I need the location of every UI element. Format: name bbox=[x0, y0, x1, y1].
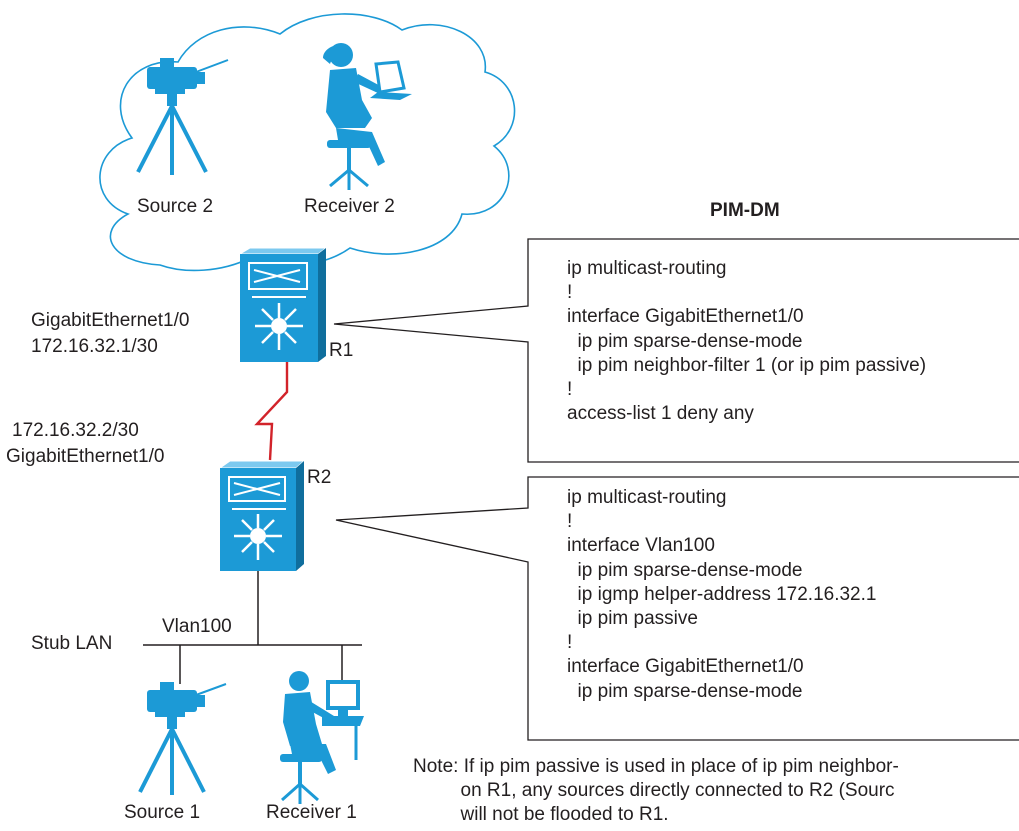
footnote: Note: If ip pim passive is used in place… bbox=[413, 755, 899, 827]
receiver-1-person-icon bbox=[280, 671, 364, 804]
config-line: ip multicast-routing bbox=[567, 487, 727, 508]
config-line: interface Vlan100 bbox=[567, 535, 715, 557]
r2-router-label: R2 bbox=[307, 467, 332, 488]
r1-router-label: R1 bbox=[329, 340, 354, 361]
stub-lan-label: Stub LAN bbox=[31, 633, 113, 654]
config-line: ! bbox=[567, 282, 573, 304]
receiver-1-label: Receiver 1 bbox=[266, 802, 357, 823]
config-line: ip igmp helper-address 172.16.32.1 bbox=[567, 583, 877, 605]
network-cloud bbox=[99, 13, 516, 272]
r2-config-text: ip multicast-routing ! interface Vlan100… bbox=[567, 486, 876, 704]
receiver-2-label: Receiver 2 bbox=[304, 196, 395, 217]
config-line: ip pim sparse-dense-mode bbox=[567, 559, 803, 581]
r2-config-callout bbox=[335, 476, 1019, 741]
source-2-camera-icon bbox=[136, 58, 229, 175]
config-line: ! bbox=[567, 378, 573, 400]
source-1-label: Source 1 bbox=[124, 802, 201, 823]
r1-config-callout bbox=[333, 238, 1019, 463]
config-line: interface GigabitEthernet1/0 bbox=[567, 656, 804, 678]
config-line: ! bbox=[567, 632, 573, 654]
note-line: Note: If ip pim passive is used in place… bbox=[413, 756, 899, 777]
config-line: ip pim passive bbox=[567, 607, 698, 629]
r1-interface-label: GigabitEthernet1/0 bbox=[31, 310, 190, 331]
r2-address-label: 172.16.32.2/30 bbox=[12, 420, 139, 441]
vlan100-label: Vlan100 bbox=[162, 616, 232, 637]
config-line: access-list 1 deny any bbox=[567, 403, 754, 425]
config-line: ip multicast-routing bbox=[567, 258, 727, 279]
config-line: ip pim neighbor-filter 1 (or ip pim pass… bbox=[567, 354, 927, 376]
r2-interface-label: GigabitEthernet1/0 bbox=[6, 446, 165, 467]
config-line: ip pim sparse-dense-mode bbox=[567, 680, 803, 702]
r1-address-label: 172.16.32.1/30 bbox=[31, 336, 158, 357]
note-line: will not be flooded to R1. bbox=[413, 804, 669, 825]
note-line: on R1, any sources directly connected to… bbox=[413, 780, 895, 801]
r1-switch-icon bbox=[238, 247, 328, 362]
source-1-camera-icon bbox=[138, 682, 227, 795]
r1-config-text: ip multicast-routing ! interface Gigabit… bbox=[567, 257, 926, 426]
source-2-label: Source 2 bbox=[137, 196, 214, 217]
config-line: interface GigabitEthernet1/0 bbox=[567, 306, 804, 328]
receiver-2-person-icon bbox=[323, 43, 412, 190]
r2-switch-icon bbox=[218, 460, 306, 571]
diagram-title: PIM-DM bbox=[710, 200, 780, 221]
config-line: ! bbox=[567, 511, 573, 533]
config-line: ip pim sparse-dense-mode bbox=[567, 330, 803, 352]
serial-link bbox=[254, 362, 289, 461]
